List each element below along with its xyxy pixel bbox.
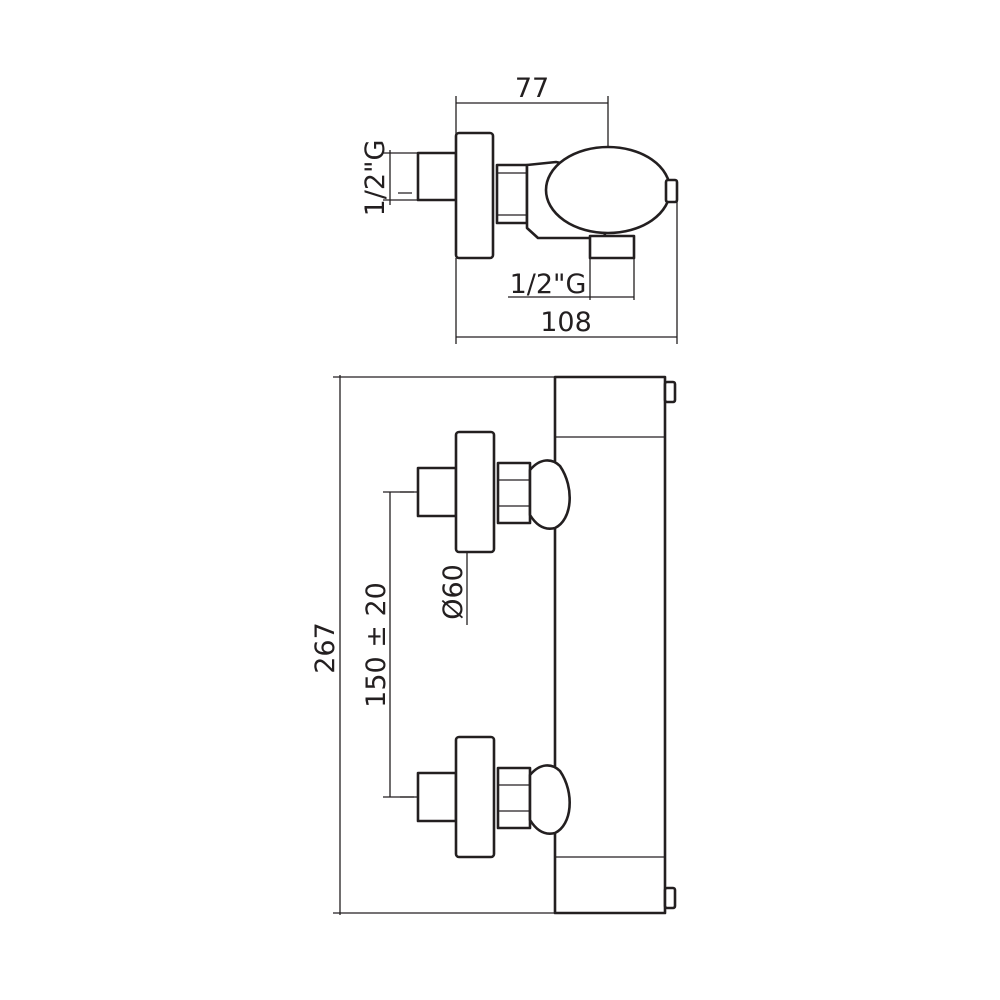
side-outlet-pipe — [588, 234, 636, 260]
front-valve-body — [553, 375, 667, 915]
dim-centre-label: 150 ± 20 — [361, 582, 392, 708]
dim-77-label: 77 — [515, 73, 549, 104]
lower-elbow — [528, 764, 571, 835]
dim-diameter-label: Ø60 — [438, 564, 469, 620]
upper-nut — [496, 461, 532, 525]
lower-inlet-pipe — [416, 771, 458, 823]
lower-nut — [496, 766, 532, 830]
inlet-thread-label: 1/2"G — [360, 140, 391, 217]
upper-inlet-pipe — [416, 466, 458, 518]
upper-wall-flange — [454, 430, 496, 554]
upper-connection — [400, 430, 571, 554]
side-view: 77 108 1/2"G 1/2"G — [360, 73, 679, 344]
lower-connection — [400, 735, 571, 859]
side-inlet-pipe — [416, 151, 458, 202]
dim-108-label: 108 — [540, 307, 592, 338]
upper-elbow — [528, 459, 571, 530]
side-nut — [495, 163, 529, 225]
side-wall-flange — [454, 131, 495, 260]
front-view: 267 150 ± 20 Ø60 — [310, 375, 677, 915]
front-top-cap — [663, 380, 677, 404]
side-control-knob — [544, 145, 672, 235]
side-knob-cap — [664, 178, 679, 204]
outlet-thread-label: 1/2"G — [510, 269, 587, 300]
dim-267-label: 267 — [310, 622, 341, 674]
lower-wall-flange — [454, 735, 496, 859]
front-bottom-cap — [663, 886, 677, 910]
